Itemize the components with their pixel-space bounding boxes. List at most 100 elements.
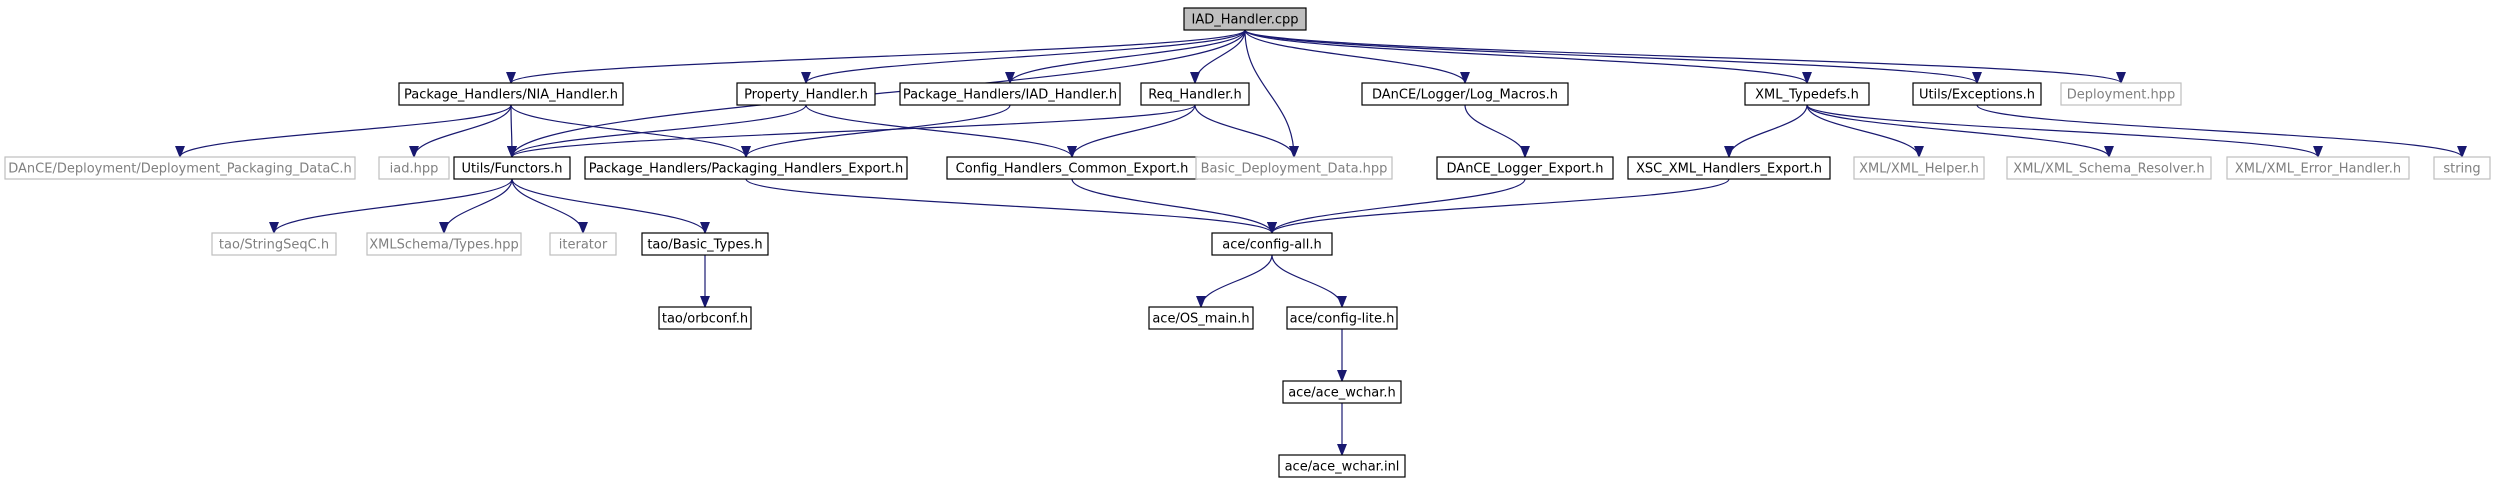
edge-iad_handler_cpp-to-deployment_hpp (1244, 29, 2121, 84)
node-nia_handler_h[interactable]: Package_Handlers/NIA_Handler.h (398, 82, 624, 106)
node-box (453, 156, 571, 180)
node-box (1853, 156, 1985, 180)
node-box (1744, 82, 1870, 106)
node-label: iterator (559, 238, 608, 253)
node-label: Deployment.hpp (2067, 88, 2175, 103)
node-label: Utils/Functors.h (462, 162, 563, 177)
node-box (641, 232, 769, 256)
edge-xml_typedefs_h-to-xsc_xml_handlers_export_h (1729, 104, 1808, 158)
node-label: iad.hpp (390, 162, 439, 177)
node-box (1627, 156, 1831, 180)
edge-nia_handler_h-to-iad_hpp (414, 104, 512, 158)
node-box (211, 232, 337, 256)
node-tao_stringseqc_h: tao/StringSeqC.h (211, 232, 337, 256)
node-label: string (2443, 162, 2480, 177)
node-utils_exceptions_h[interactable]: Utils/Exceptions.h (1912, 82, 2042, 106)
node-label: ace/ace_wchar.h (1288, 386, 1396, 401)
edge-req_handler_h-to-basic_deployment_data_hpp (1194, 104, 1294, 158)
edge-iad_handler_cpp-to-utils_exceptions_h (1244, 29, 1977, 84)
node-pkg_iad_handler_h[interactable]: Package_Handlers/IAD_Handler.h (899, 82, 1121, 106)
edges-layer (180, 29, 2462, 455)
node-label: Config_Handlers_Common_Export.h (956, 162, 1189, 177)
edge-utils_exceptions_h-to-string (1976, 104, 2462, 158)
node-label: ace/ace_wchar.inl (1285, 460, 1400, 475)
node-log_macros_h[interactable]: DAnCE/Logger/Log_Macros.h (1361, 82, 1569, 106)
edge-xml_typedefs_h-to-xml_schema_resolver_h (1806, 104, 2109, 158)
node-label: XML/XML_Error_Handler.h (2235, 162, 2401, 177)
node-box (2433, 156, 2491, 180)
edge-iad_handler_cpp-to-property_handler_h (806, 29, 1246, 84)
node-box (1195, 156, 1393, 180)
node-xml_typedefs_h[interactable]: XML_Typedefs.h (1744, 82, 1870, 106)
node-box (1361, 82, 1569, 106)
node-label: DAnCE/Deployment/Deployment_Packaging_Da… (8, 162, 351, 177)
node-box (1912, 82, 2042, 106)
edge-req_handler_h-to-config_handlers_common_export_h (1072, 104, 1196, 158)
node-label: XMLSchema/Types.hpp (369, 238, 519, 253)
edge-utils_functors_h-to-tao_basic_types_h (511, 178, 705, 234)
node-label: Package_Handlers/NIA_Handler.h (404, 88, 618, 103)
node-label: Package_Handlers/Packaging_Handlers_Expo… (589, 162, 904, 177)
edge-xml_typedefs_h-to-xml_helper_h (1806, 104, 1919, 158)
edge-property_handler_h-to-utils_functors_h (512, 104, 807, 158)
node-deployment_hpp: Deployment.hpp (2060, 82, 2182, 106)
node-label: Package_Handlers/IAD_Handler.h (903, 88, 1117, 103)
edge-pkg_iad_handler_h-to-packaging_handlers_export_h (746, 104, 1011, 158)
node-ace_os_main_h[interactable]: ace/OS_main.h (1148, 306, 1254, 330)
node-ace_config_all_h[interactable]: ace/config-all.h (1211, 232, 1333, 256)
node-xsc_xml_handlers_export_h[interactable]: XSC_XML_Handlers_Export.h (1627, 156, 1831, 180)
node-iad_handler_cpp[interactable]: IAD_Handler.cpp (1183, 7, 1307, 31)
node-box (2060, 82, 2182, 106)
nodes-layer: IAD_Handler.cppPackage_Handlers/NIA_Hand… (4, 7, 2491, 478)
edge-ace_config_all_h-to-ace_os_main_h (1201, 254, 1273, 308)
node-box (584, 156, 908, 180)
edge-iad_handler_cpp-to-log_macros_h (1244, 29, 1465, 84)
node-ace_ace_wchar_h[interactable]: ace/ace_wchar.h (1282, 380, 1402, 404)
node-label: Property_Handler.h (744, 88, 868, 103)
node-label: XML/XML_Schema_Resolver.h (2013, 162, 2204, 177)
edge-iad_handler_cpp-to-pkg_iad_handler_h (1010, 29, 1246, 84)
node-box (1148, 306, 1254, 330)
node-label: ace/config-all.h (1222, 238, 1322, 253)
node-ace_config_lite_h[interactable]: ace/config-lite.h (1286, 306, 1398, 330)
node-label: DAnCE_Logger_Export.h (1447, 162, 1604, 177)
node-basic_deployment_data_hpp: Basic_Deployment_Data.hpp (1195, 156, 1393, 180)
node-label: Req_Handler.h (1148, 88, 1242, 103)
node-dance_logger_export_h[interactable]: DAnCE_Logger_Export.h (1436, 156, 1614, 180)
node-config_handlers_common_export_h[interactable]: Config_Handlers_Common_Export.h (946, 156, 1198, 180)
edge-iad_handler_cpp-to-req_handler_h (1195, 29, 1246, 84)
node-tao_basic_types_h[interactable]: tao/Basic_Types.h (641, 232, 769, 256)
edge-log_macros_h-to-dance_logger_export_h (1464, 104, 1525, 158)
edge-property_handler_h-to-config_handlers_common_export_h (805, 104, 1072, 158)
node-box (4, 156, 356, 180)
node-box (378, 156, 450, 180)
node-xmlschema_types_hpp: XMLSchema/Types.hpp (366, 232, 522, 256)
node-box (2226, 156, 2410, 180)
node-box (366, 232, 522, 256)
edge-xml_typedefs_h-to-xml_error_handler_h (1806, 104, 2318, 158)
edge-req_handler_h-to-utils_functors_h (512, 104, 1196, 158)
edge-iad_handler_cpp-to-nia_handler_h (511, 29, 1246, 84)
node-box (1140, 82, 1250, 106)
node-label: Basic_Deployment_Data.hpp (1201, 162, 1388, 177)
node-tao_orbconf_h[interactable]: tao/orbconf.h (658, 306, 752, 330)
node-utils_functors_h[interactable]: Utils/Functors.h (453, 156, 571, 180)
node-box (1183, 7, 1307, 31)
node-label: IAD_Handler.cpp (1191, 13, 1298, 28)
node-label: tao/Basic_Types.h (647, 238, 762, 253)
node-packaging_handlers_export_h[interactable]: Package_Handlers/Packaging_Handlers_Expo… (584, 156, 908, 180)
node-box (1286, 306, 1398, 330)
node-req_handler_h[interactable]: Req_Handler.h (1140, 82, 1250, 106)
node-dance_packaging_datac_h: DAnCE/Deployment/Deployment_Packaging_Da… (4, 156, 356, 180)
node-ace_ace_wchar_inl[interactable]: ace/ace_wchar.inl (1278, 454, 1406, 478)
node-box (398, 82, 624, 106)
edge-iad_handler_cpp-to-basic_deployment_data_hpp (1244, 29, 1294, 157)
edge-utils_functors_h-to-tao_stringseqc_h (274, 178, 513, 234)
edge-xsc_xml_handlers_export_h-to-ace_config_all_h (1272, 178, 1730, 234)
edge-iad_handler_cpp-to-xml_typedefs_h (1244, 29, 1807, 84)
node-label: tao/orbconf.h (662, 312, 748, 327)
node-property_handler_h[interactable]: Property_Handler.h (736, 82, 876, 106)
node-xml_error_handler_h: XML/XML_Error_Handler.h (2226, 156, 2410, 180)
node-xml_schema_resolver_h: XML/XML_Schema_Resolver.h (2006, 156, 2212, 180)
